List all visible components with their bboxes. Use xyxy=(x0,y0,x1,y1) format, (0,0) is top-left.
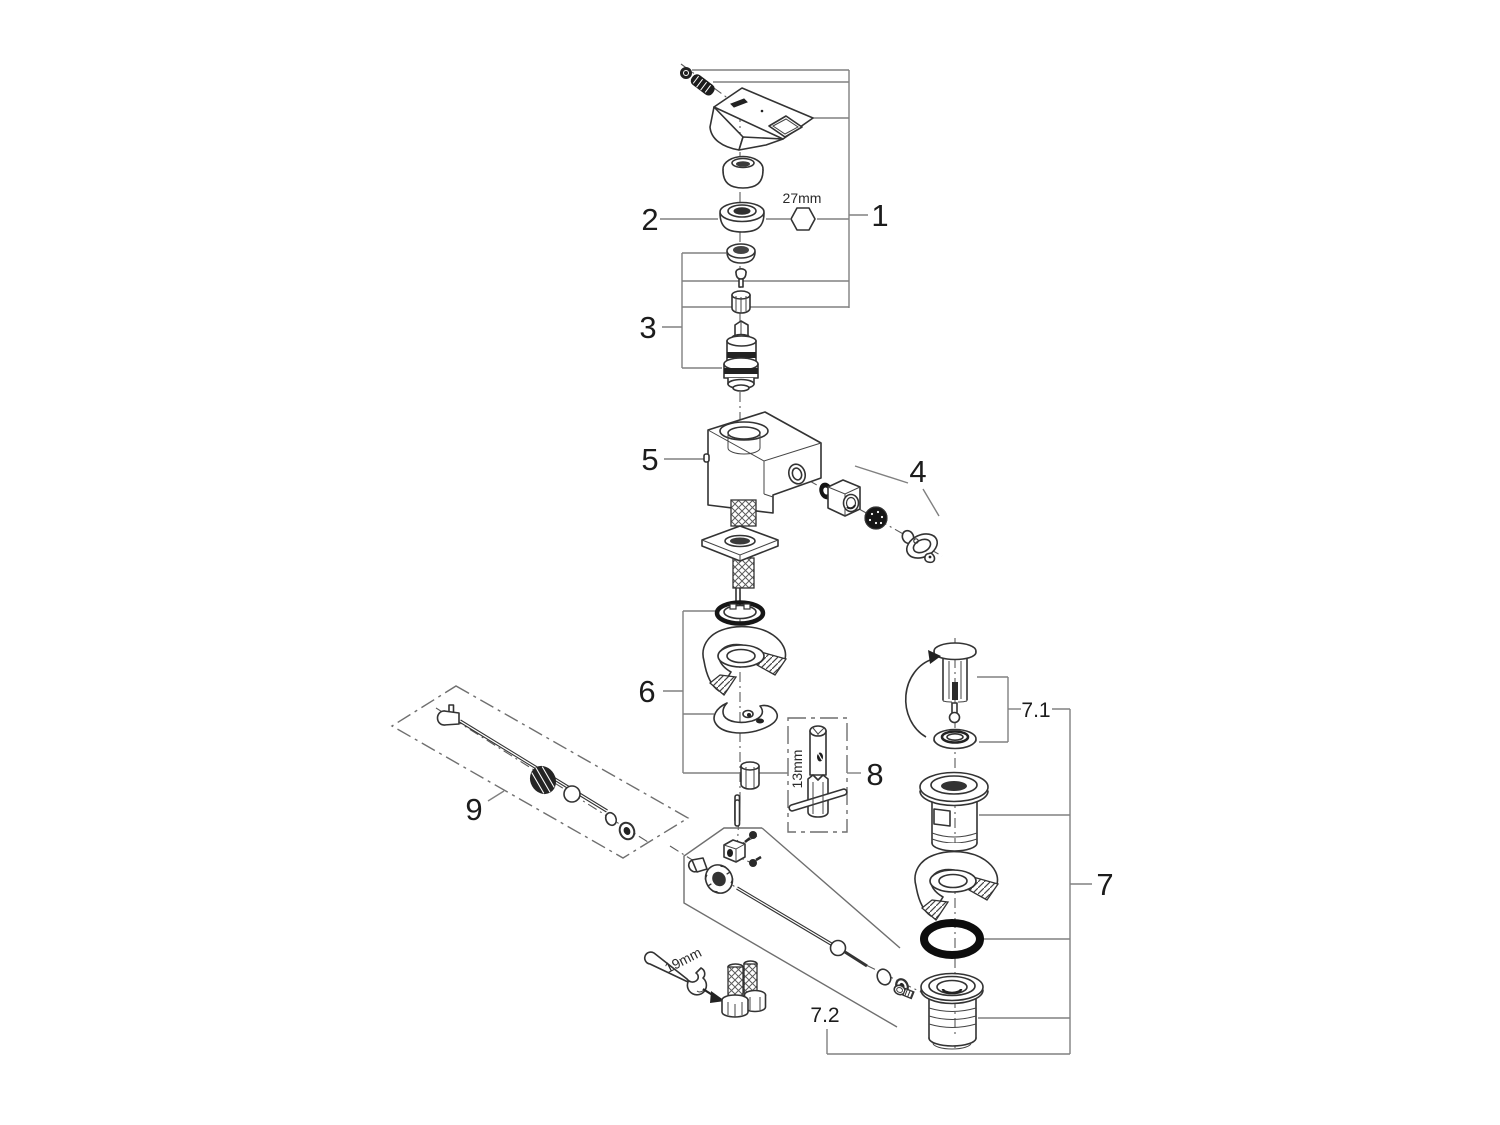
callout-5-label: 5 xyxy=(641,442,658,477)
flex-hose-connectors xyxy=(721,960,767,1018)
group-9-outline xyxy=(390,685,690,859)
part-2-mounting-ring xyxy=(719,201,765,233)
handle-dome-ring xyxy=(722,155,764,189)
callout-1-label: 1 xyxy=(871,198,888,233)
callout-3-label: 3 xyxy=(639,310,656,345)
popup-plug-7-1 xyxy=(933,642,977,724)
cartridge-adapter-nut xyxy=(731,290,751,314)
part-6-wedge xyxy=(702,625,787,696)
part-4-mousseur xyxy=(901,529,939,564)
pull-rod-assembly-9 xyxy=(436,704,636,841)
part-6-horseshoe xyxy=(713,702,779,734)
callout-6-label: 6 xyxy=(638,674,655,709)
handle-screw xyxy=(680,67,715,96)
drain-oring xyxy=(920,919,984,959)
callout-7-2-label: 7.2 xyxy=(810,1004,839,1027)
lift-rod-linkage-7-2 xyxy=(687,799,909,994)
callout-leader-lines xyxy=(487,69,1092,1055)
callout-7-label: 7 xyxy=(1096,867,1113,902)
callout-8-label: 8 xyxy=(866,757,883,792)
callout-4-label: 4 xyxy=(909,454,926,489)
cartridge xyxy=(723,320,759,392)
cartridge-screw xyxy=(735,267,747,288)
faucet-body xyxy=(703,411,822,514)
rotate-arrow-icon xyxy=(904,650,941,738)
drain-body-lower xyxy=(920,972,984,1050)
drain-flange-upper xyxy=(919,771,989,852)
drain-side-screw xyxy=(893,984,915,1000)
popup-seal-ring xyxy=(933,728,977,750)
part-4-connector-cube xyxy=(827,479,861,517)
callout-7-1-label: 7.1 xyxy=(1021,699,1050,722)
hex-size-label: 27mm xyxy=(783,190,822,206)
escutcheon-plate xyxy=(701,525,779,562)
callout-9-label: 9 xyxy=(465,792,482,827)
part-6-oring xyxy=(714,600,766,626)
hex-27mm-icon xyxy=(790,207,816,231)
part-6-nut xyxy=(740,761,760,790)
group-7-2-outline xyxy=(683,827,901,1028)
socket-tool-13mm xyxy=(788,725,848,818)
drain-wedge-gasket xyxy=(914,850,999,921)
callout-2-label: 2 xyxy=(641,202,658,237)
part-4-flow-disc xyxy=(864,506,888,530)
lever-handle xyxy=(709,87,814,151)
callout-labels: 1 2 3 4 5 6 7 7.1 7.2 8 9 xyxy=(465,198,1113,1027)
socket-size-label: 13mm xyxy=(789,750,805,789)
cartridge-ring xyxy=(726,243,756,264)
body-threaded-shanks xyxy=(730,499,757,611)
